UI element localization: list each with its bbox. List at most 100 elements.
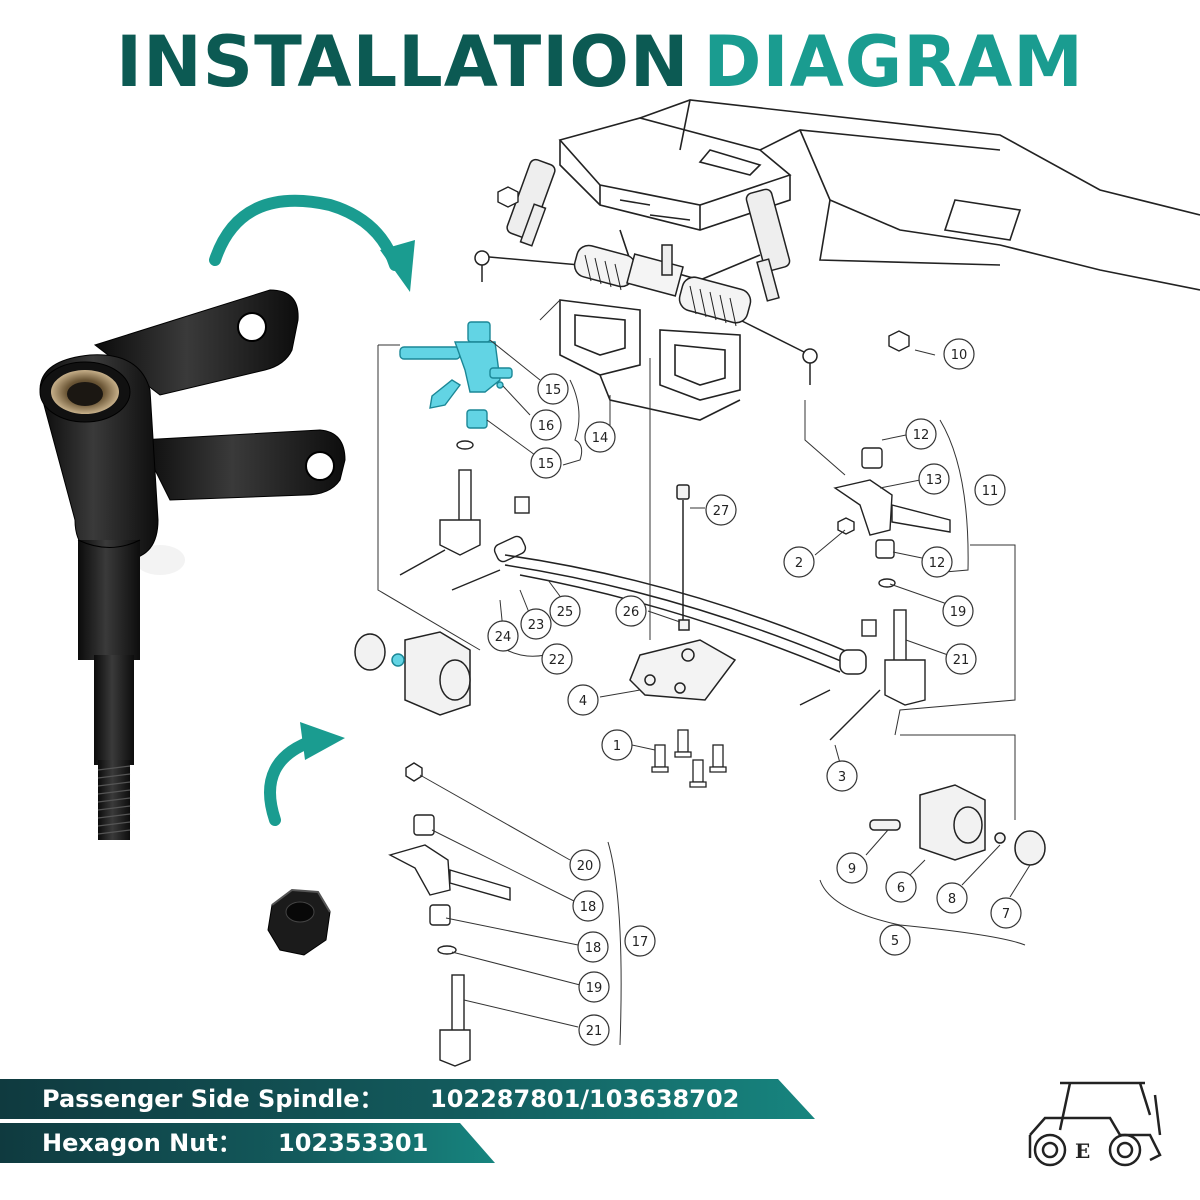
callout-8: 8 (936, 882, 968, 914)
spec-label-spindle: Passenger Side Spindle： (42, 1085, 384, 1113)
callout-20: 20 (569, 849, 601, 881)
callout-label: 16 (538, 419, 555, 434)
callout-label: 17 (632, 935, 649, 950)
callout-label: 12 (913, 428, 930, 443)
title-word-installation: INSTALLATION (116, 21, 690, 103)
hexagon-nut-icon (267, 888, 331, 956)
callout-label: 27 (713, 504, 730, 519)
highlighted-spindle-assembly (399, 321, 513, 429)
spindle-bottom-exploded (388, 762, 511, 1067)
callout-label: 20 (577, 859, 594, 874)
hub-right (869, 784, 1046, 866)
callout-circle (705, 494, 737, 526)
curved-arrow-icon (209, 194, 415, 826)
callout-circle (615, 595, 647, 627)
callout-13: 13 (918, 463, 950, 495)
spec-banner-spindle: Passenger Side Spindle： 102287801/103638… (0, 1079, 815, 1119)
callout-circle (549, 595, 581, 627)
callout-12: 12 (921, 546, 953, 578)
callout-21: 21 (578, 1014, 610, 1046)
callout-label: 19 (950, 605, 967, 620)
callout-label: 24 (495, 630, 512, 645)
callout-9: 9 (836, 852, 868, 884)
svg-text:E: E (1075, 1139, 1090, 1163)
spring-mount-plate (629, 484, 737, 701)
callout-26: 26 (615, 595, 647, 627)
callout-circle (943, 338, 975, 370)
chassis-frame (558, 99, 1200, 421)
callout-circle (601, 729, 633, 761)
leader-lines (377, 299, 1031, 1046)
callout-circle (541, 643, 573, 675)
callout-7: 7 (990, 897, 1022, 929)
callout-24: 24 (487, 620, 519, 652)
callout-label: 5 (891, 934, 899, 949)
callout-circle (905, 418, 937, 450)
callout-circle (885, 871, 917, 903)
callout-17: 17 (624, 925, 656, 957)
callout-circle (577, 931, 609, 963)
callout-5: 5 (879, 924, 911, 956)
callout-label: 26 (623, 605, 640, 620)
callout-18: 18 (572, 890, 604, 922)
callout-label: 8 (948, 892, 956, 907)
callout-label: 21 (586, 1024, 603, 1039)
spindle-pin-left (399, 440, 530, 591)
callout-circle (569, 849, 601, 881)
callout-14: 14 (584, 421, 616, 453)
bolt-group (651, 729, 727, 788)
callout-11: 11 (974, 474, 1006, 506)
callout-circle (578, 971, 610, 1003)
callout-circle (530, 409, 562, 441)
callout-circle (584, 421, 616, 453)
callout-circle (578, 1014, 610, 1046)
callout-22: 22 (541, 643, 573, 675)
callout-label: 18 (585, 941, 602, 956)
callout-label: 9 (848, 862, 856, 877)
steering-spindle-icon (39, 289, 346, 840)
callout-23: 23 (520, 608, 552, 640)
callout-18: 18 (577, 931, 609, 963)
callout-circle (826, 760, 858, 792)
callout-10: 10 (943, 338, 975, 370)
callout-circle (879, 924, 911, 956)
callout-19: 19 (942, 595, 974, 627)
callout-4: 4 (567, 684, 599, 716)
callout-label: 22 (549, 653, 566, 668)
callout-circle (921, 546, 953, 578)
frame-nut (497, 186, 910, 352)
callout-19: 19 (578, 971, 610, 1003)
callout-circle (520, 608, 552, 640)
callout-27: 27 (705, 494, 737, 526)
callout-circle (567, 684, 599, 716)
golf-cart-logo-icon: E (1028, 1081, 1162, 1167)
callout-circle (487, 620, 519, 652)
callout-circle (990, 897, 1022, 929)
hub-left (354, 631, 471, 716)
callout-label: 1 (613, 739, 621, 754)
spec-banner-nut: Hexagon Nut： 102353301 (0, 1123, 495, 1163)
callout-label: 3 (838, 770, 846, 785)
callout-label: 6 (897, 881, 905, 896)
callout-label: 10 (951, 348, 968, 363)
callout-16: 16 (530, 409, 562, 441)
callout-label: 12 (929, 556, 946, 571)
spec-label-nut: Hexagon Nut： (42, 1129, 242, 1157)
callout-label: 19 (586, 981, 603, 996)
callout-21: 21 (945, 643, 977, 675)
callout-15: 15 (537, 373, 569, 405)
callout-15: 15 (530, 447, 562, 479)
callout-label: 7 (1002, 907, 1010, 922)
spec-value-nut: 102353301 (278, 1129, 429, 1157)
callout-circle (836, 852, 868, 884)
title-word-diagram: DIAGRAM (703, 21, 1084, 103)
leaf-spring (504, 554, 867, 675)
callout-circle (624, 925, 656, 957)
callout-2: 2 (783, 546, 815, 578)
spindle-right (799, 447, 951, 741)
callout-label: 18 (580, 900, 597, 915)
